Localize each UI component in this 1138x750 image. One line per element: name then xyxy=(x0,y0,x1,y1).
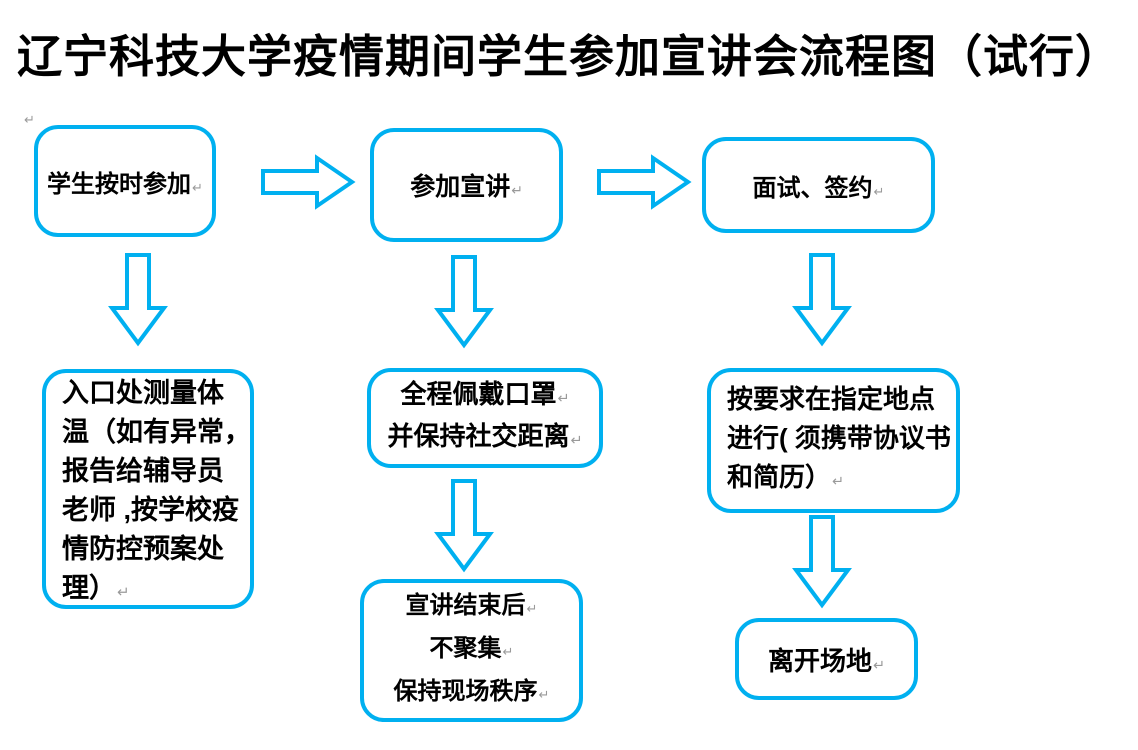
paragraph-mark: ↵ xyxy=(117,584,130,601)
paragraph-mark: ↵ xyxy=(511,183,523,198)
node-text-line: 报告给辅导员 xyxy=(62,455,224,486)
paragraph-mark: ↵ xyxy=(873,657,885,674)
node-text-line: 温（如有异常， xyxy=(62,416,251,447)
flow-node-temperature-check: 入口处测量体 温（如有异常， 报告给辅导员 老师 ,按学校疫 情防控预案处 理）… xyxy=(42,369,254,609)
node-label: 参加宣讲 xyxy=(410,173,511,201)
node-text-line: 理） xyxy=(62,572,116,603)
paragraph-mark: ↵ xyxy=(191,179,204,195)
paragraph-mark: ↵ xyxy=(873,183,885,199)
down-arrow-icon xyxy=(792,253,852,347)
node-text-line: 不聚集 xyxy=(429,635,502,662)
flow-node-wear-mask: 全程佩戴口罩↵ 并保持社交距离↵ xyxy=(367,368,603,468)
node-text-line: 老师 ,按学校疫 xyxy=(62,494,240,525)
node-text-line: 入口处测量体 xyxy=(62,377,224,408)
paragraph-mark: ↵ xyxy=(832,473,844,490)
flow-node-designated-location: 按要求在指定地点 进行( 须携带协议书 和简历）↵ xyxy=(707,368,960,513)
node-text-line: 宣讲结束后 xyxy=(405,592,526,619)
flow-node-interview-sign: 面试、签约↵ xyxy=(702,137,935,233)
down-arrow-icon xyxy=(434,479,494,573)
node-label: 离开场地 xyxy=(768,645,873,676)
paragraph-mark: ↵ xyxy=(526,601,538,616)
down-arrow-icon xyxy=(108,253,168,347)
node-label: 学生按时参加 xyxy=(46,170,191,198)
paragraph-mark: ↵ xyxy=(538,687,550,702)
node-text-line: 全程佩戴口罩 xyxy=(400,379,557,409)
node-text-line: 并保持社交距离 xyxy=(387,421,570,451)
diagram-title: 辽宁科技大学疫情期间学生参加宣讲会流程图（试行） xyxy=(16,32,1121,82)
paragraph-mark: ↵ xyxy=(557,391,570,407)
flow-node-attend-on-time: 学生按时参加↵ xyxy=(34,125,216,237)
right-arrow-icon xyxy=(597,154,692,210)
paragraph-mark: ↵ xyxy=(24,112,35,127)
flow-node-attend-presentation: 参加宣讲↵ xyxy=(370,128,563,242)
flow-node-no-gathering: 宣讲结束后↵ 不聚集↵ 保持现场秩序↵ xyxy=(360,579,583,722)
paragraph-mark: ↵ xyxy=(570,433,583,449)
right-arrow-icon xyxy=(261,154,356,210)
node-text-line: 情防控预案处 xyxy=(62,533,224,564)
down-arrow-icon xyxy=(434,255,494,349)
node-text-line: 保持现场秩序 xyxy=(393,678,538,705)
node-text-line: 进行( 须携带协议书 xyxy=(727,422,951,453)
node-label: 面试、签约 xyxy=(752,174,873,202)
node-text-line: 按要求在指定地点 xyxy=(727,383,936,414)
paragraph-mark: ↵ xyxy=(502,644,514,659)
down-arrow-icon xyxy=(792,515,852,609)
flow-node-leave-venue: 离开场地↵ xyxy=(735,618,918,700)
node-text-line: 和简历） xyxy=(727,461,832,492)
